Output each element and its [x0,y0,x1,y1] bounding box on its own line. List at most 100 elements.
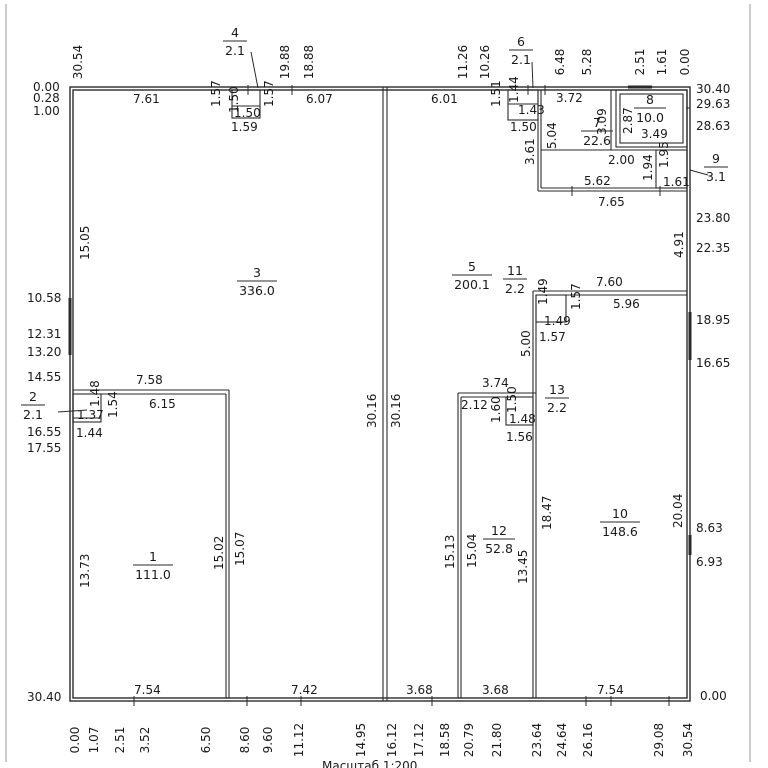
dim-d-1-59: 1.59 [231,120,258,134]
dim-d-1-51: 1.51 [489,80,503,107]
axis-right-8: 6.93 [696,555,723,569]
dim-d-1-48a: 1.48 [88,380,102,407]
axis-bottom-12: 20.79 [462,723,476,757]
dim-d-1-56: 1.56 [506,430,533,444]
dim-d-15-04: 15.04 [465,534,479,568]
room-area-1: 111.0 [135,567,171,582]
axis-left-8: 17.55 [27,441,61,455]
axis-right-9: 0.00 [700,689,727,703]
dim-d-1-60: 1.60 [489,396,503,423]
dim-d-2-00: 2.00 [608,153,635,167]
axis-top-4: 10.26 [478,45,492,79]
dim-d-2-87: 2.87 [621,107,635,134]
axis-left-7: 16.55 [27,425,61,439]
dim-d-4-91: 4.91 [672,231,686,258]
axis-top-2: 18.88 [302,45,316,79]
room-area-11: 2.2 [505,281,525,296]
room-labels: 1111.022.13336.042.15200.162.1722.6810.0… [21,25,728,582]
axis-right-5: 18.95 [696,313,730,327]
dim-d-1-48b: 1.48 [509,412,536,426]
axis-top-9: 0.00 [678,49,692,76]
dim-d-1-37: 1.37 [77,408,104,422]
room-number-6: 6 [517,34,525,49]
dim-d-6-07: 6.07 [306,92,333,106]
room-number-10: 10 [612,506,628,521]
axis-left-6: 14.55 [27,370,61,384]
dim-d-5-04: 5.04 [545,122,559,149]
room2-closet [72,393,102,423]
dim-d-7-61: 7.61 [133,92,160,106]
room-area-12: 52.8 [485,541,513,556]
leader-line-3 [689,169,709,176]
dim-d-30-16a: 30.16 [365,394,379,428]
axis-top-0: 30.54 [71,45,85,79]
room-number-11: 11 [507,263,523,278]
room-area-2: 2.1 [23,407,43,422]
axis-bottom-8: 14.95 [354,723,368,757]
room8-box-inner [619,93,684,144]
axis-top-1: 19.88 [278,45,292,79]
dim-d-7-54b: 7.54 [597,683,624,697]
dim-d-30-16b: 30.16 [389,394,403,428]
axis-left-9: 30.40 [27,690,61,704]
room-area-3: 336.0 [239,283,275,298]
dim-d-2-12: 2.12 [461,398,488,412]
dim-d-1-57c: 1.57 [569,283,583,310]
dim-d-1-49b: 1.49 [544,314,571,328]
room-area-8: 10.0 [636,110,664,125]
axis-bottom-9: 16.12 [385,723,399,757]
dim-d-3-72: 3.72 [556,91,583,105]
room-number-8: 8 [646,92,654,107]
room8-box-outer [615,89,688,148]
axis-bottom-1: 1.07 [87,727,101,754]
dimension-labels: 7.61 1.57 1.50 1.50 1.59 1.57 6.07 6.01 1.51 1.44… [76,76,690,706]
dim-d-1-94: 1.94 [641,154,655,181]
dim-d-1-61: 1.61 [663,175,690,189]
room-area-7: 22.6 [583,133,611,148]
axis-bottom-11: 18.58 [438,723,452,757]
room-area-4: 2.1 [225,43,245,58]
dim-d-3-49: 3.49 [641,127,668,141]
dim-d-1-50d: 1.50 [505,386,519,413]
axis-top-8: 1.61 [655,49,669,76]
room-number-9: 9 [712,151,720,166]
dim-d-6-01: 6.01 [431,92,458,106]
dim-d-7-58: 7.58 [136,373,163,387]
dim-d-3-74: 3.74 [482,376,509,390]
axis-bottom-16: 26.16 [581,723,595,757]
axis-bottom-2: 2.51 [113,727,127,754]
axis-right-2: 28.63 [696,119,730,133]
scale-label: Масштаб 1:200 [322,759,417,768]
dim-d-18-47: 18.47 [540,496,554,530]
axis-bottom-13: 21.80 [490,723,504,757]
axis-top-6: 5.28 [580,49,594,76]
leader-line-2 [57,409,88,413]
room-area-9: 3.1 [706,169,726,184]
axis-left-5: 13.20 [27,345,61,359]
dim-d-1-50a: 1.50 [227,86,241,113]
dim-d-1-44b: 1.44 [76,426,103,440]
axis-right-1: 29.63 [696,97,730,111]
dim-d-15-05: 15.05 [78,226,92,260]
axis-top-3: 11.26 [456,45,470,79]
axis-bottom-14: 23.64 [530,723,544,757]
dim-d-3-61: 3.61 [523,138,537,165]
dim-d-1-49a: 1.49 [536,278,550,305]
room6-closet [507,89,539,121]
dim-d-1-57b: 1.57 [262,80,276,107]
room11-closet [535,294,567,323]
room-number-2: 2 [29,389,37,404]
dim-d-7-42: 7.42 [291,683,318,697]
room9-closet [655,149,688,189]
dim-d-1-44: 1.44 [507,76,521,103]
axis-bottom-7: 11.12 [292,723,306,757]
dim-d-1-54: 1.54 [106,391,120,418]
room-number-1: 1 [149,549,157,564]
dim-d-15-02: 15.02 [212,536,226,570]
room-area-10: 148.6 [602,524,638,539]
axis-left-1: 0.28 [33,91,60,105]
dim-d-15-07: 15.07 [233,532,247,566]
axis-bottom-15: 24.64 [555,723,569,757]
axis-left-2: 1.00 [33,104,60,118]
